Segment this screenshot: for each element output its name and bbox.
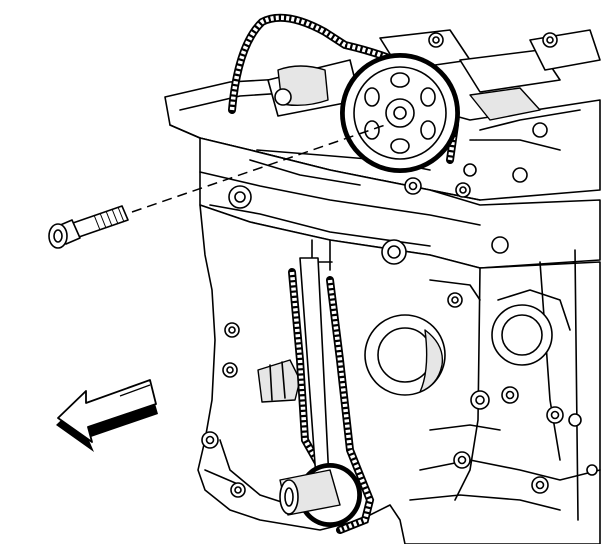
camshaft-icon — [267, 29, 601, 151]
sprocket-icon — [340, 53, 460, 173]
bolt-alignment-line — [131, 123, 389, 213]
engine-block-icon — [164, 77, 601, 544]
bolt-icon — [48, 205, 129, 249]
arrow-front-icon — [56, 379, 158, 452]
crank-sprocket-icon — [279, 463, 362, 527]
chain-icon — [228, 13, 460, 534]
